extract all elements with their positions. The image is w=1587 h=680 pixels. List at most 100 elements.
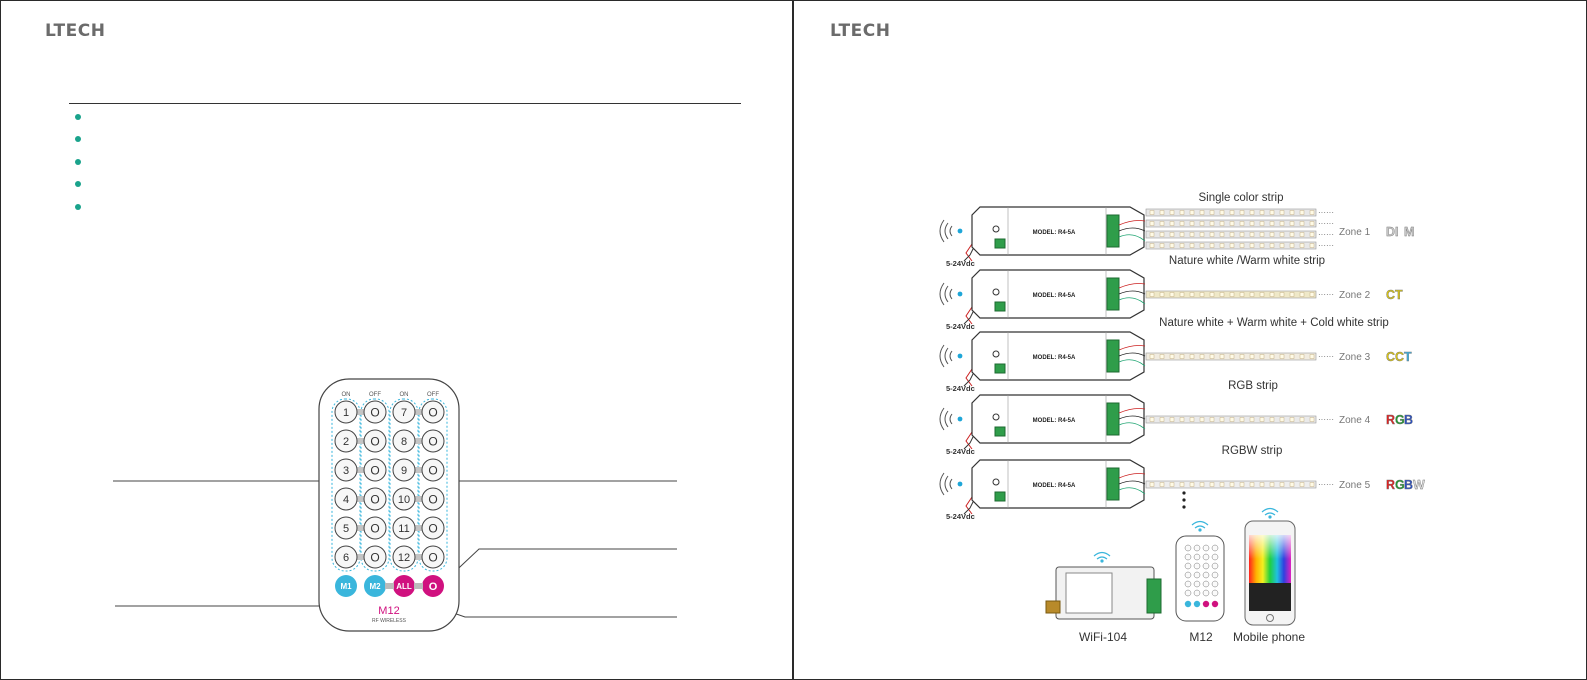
model-label: MODEL: R4-5A <box>1033 483 1076 489</box>
col-header-off: OFF <box>369 392 381 398</box>
column-group <box>360 398 390 572</box>
zone-on-button[interactable] <box>392 516 416 540</box>
column-group <box>389 398 419 572</box>
phone-keypad <box>1249 583 1291 611</box>
status-dot <box>957 481 963 487</box>
button-bridge <box>357 525 364 531</box>
zone-number: 6 <box>343 552 349 564</box>
zone-off-button[interactable] <box>363 487 387 511</box>
zone-label: Zone 2 <box>1339 290 1371 301</box>
zone-number: 4 <box>343 494 349 506</box>
power-terminal <box>994 301 1006 312</box>
device-label: Mobile phone <box>1233 630 1305 644</box>
mini-key <box>1211 544 1219 552</box>
m12-keys <box>1184 544 1219 608</box>
zone-row: MODEL: R4-5A5-24Vdc······Nature white /W… <box>939 255 1403 331</box>
svg-text:······: ······ <box>1318 480 1334 489</box>
zone-rows: MODEL: R4-5A 5-24Vdc ······ ······ ······ ···… <box>939 192 1425 521</box>
voltage-label: 5-24Vdc <box>946 259 975 268</box>
strip-label: Nature white + Warm white + Cold white s… <box>1159 317 1389 329</box>
mini-mode-key <box>1202 600 1210 608</box>
zone-on-button[interactable] <box>392 458 416 482</box>
button-bridge <box>357 438 364 444</box>
mode-badge-letter: G <box>1395 478 1405 492</box>
col-header-on: ON <box>342 392 351 398</box>
wireless-signal-icon <box>939 219 953 243</box>
mini-key <box>1202 580 1210 588</box>
status-dot <box>957 416 963 422</box>
zone-off-button[interactable] <box>421 545 445 569</box>
zone-on-button[interactable] <box>334 429 358 453</box>
all-off-button[interactable] <box>422 575 444 597</box>
mini-key <box>1184 589 1192 597</box>
svg-text:······: ······ <box>1318 290 1334 299</box>
zone-off-button[interactable] <box>421 458 445 482</box>
mode-badge-letter: C <box>1386 288 1395 302</box>
m1-label: M1 <box>340 582 352 591</box>
mini-key <box>1184 562 1192 570</box>
all-label: ALL <box>396 582 412 591</box>
zone-off-button[interactable] <box>363 429 387 453</box>
m2-button[interactable] <box>364 575 386 597</box>
power-terminal <box>994 363 1006 374</box>
zone-on-button[interactable] <box>392 545 416 569</box>
learn-button <box>992 413 1000 421</box>
column-groups <box>331 398 448 572</box>
zone-off-button[interactable] <box>363 458 387 482</box>
zone-on-button[interactable] <box>334 487 358 511</box>
mini-key <box>1184 553 1192 561</box>
zone-on-button[interactable] <box>334 516 358 540</box>
model-label: MODEL: R4-5A <box>1033 418 1076 424</box>
receiver-body <box>971 206 1145 256</box>
zone-on-button[interactable] <box>392 487 416 511</box>
button-bridge <box>385 583 394 589</box>
zone-on-button[interactable] <box>334 458 358 482</box>
mini-key <box>1193 544 1201 552</box>
voltage-label: 5-24Vdc <box>946 384 975 393</box>
m1-button[interactable] <box>335 575 357 597</box>
zone-off-button[interactable] <box>363 545 387 569</box>
status-dot <box>957 291 963 297</box>
power-lead <box>965 303 975 325</box>
mode-badge-letter: I <box>1395 225 1398 239</box>
wireless-signal-icon <box>939 282 953 306</box>
remote-model: M12 <box>378 605 399 617</box>
zone-on-button[interactable] <box>392 429 416 453</box>
mini-mode-key <box>1193 600 1201 608</box>
mode-badge-letter: T <box>1404 350 1412 364</box>
zone-off-button[interactable] <box>421 516 445 540</box>
svg-text:······: ······ <box>1318 415 1334 424</box>
zone-off-symbol: O <box>370 464 379 478</box>
all-on-button[interactable] <box>393 575 415 597</box>
zone-on-button[interactable] <box>392 400 416 424</box>
col-header-off: OFF <box>427 392 439 398</box>
mode-badge-letter: R <box>1386 413 1395 427</box>
power-lead <box>965 365 975 387</box>
model-label: MODEL: R4-5A <box>1033 355 1076 361</box>
mode-badge-letter: B <box>1404 413 1413 427</box>
zone-number: 7 <box>401 407 407 419</box>
strip-label: RGBW strip <box>1222 445 1283 457</box>
bullet-point <box>75 158 81 165</box>
device-label: WiFi-104 <box>1079 630 1127 644</box>
zone-off-button[interactable] <box>363 516 387 540</box>
mini-key <box>1193 589 1201 597</box>
zone-off-button[interactable] <box>421 429 445 453</box>
zone-off-button[interactable] <box>421 400 445 424</box>
mode-badge-letter: W <box>1413 478 1425 492</box>
zone-on-button[interactable] <box>334 400 358 424</box>
wireless-signal-icon <box>939 472 953 496</box>
svg-text:······: ······ <box>1318 241 1334 250</box>
device-label: M12 <box>1189 630 1213 644</box>
leader-line <box>444 548 677 582</box>
all-off-label: O <box>429 581 438 593</box>
zone-off-button[interactable] <box>421 487 445 511</box>
bullet-point <box>75 136 81 143</box>
mini-key <box>1193 562 1201 570</box>
zone-row: MODEL: R4-5A5-24Vdc·····················… <box>939 192 1415 268</box>
zone-off-button[interactable] <box>363 400 387 424</box>
mini-key <box>1202 553 1210 561</box>
zone-row: MODEL: R4-5A5-24Vdc······RGBW stripZone … <box>939 445 1425 521</box>
zone-on-button[interactable] <box>334 545 358 569</box>
